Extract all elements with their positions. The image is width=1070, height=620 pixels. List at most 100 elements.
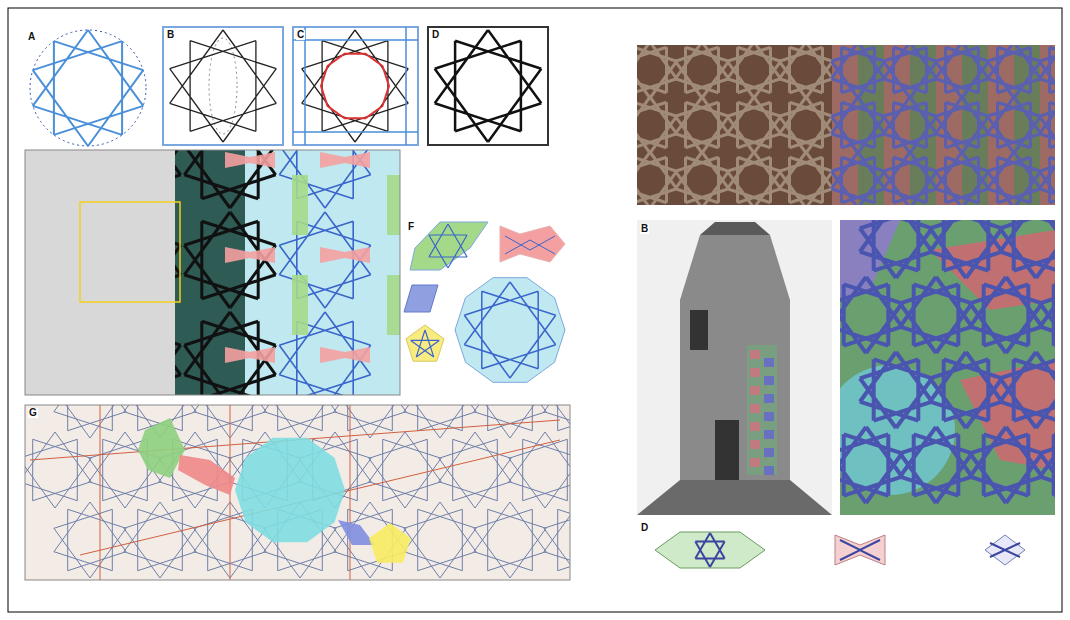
pink-tile [835,535,885,565]
green-tile [138,418,185,478]
tower-door [715,420,739,480]
star-pattern [302,30,409,142]
photo-ground [25,150,175,395]
cyan-decagon [235,438,345,543]
blue-tile [764,358,774,367]
pink-tile [750,386,760,395]
star-pattern [1040,427,1055,503]
red-construction-lines [30,405,560,580]
pink-tile [750,350,760,359]
pink-tile [750,440,760,449]
rubble [637,480,832,515]
green-tile [410,222,488,270]
star-pattern [54,502,126,578]
blue-rhombus [338,520,375,545]
rhombus-tile [985,535,1025,565]
star-pattern [124,502,196,578]
pink-tile [225,247,275,263]
panel-group [25,405,570,580]
blue-tile [764,466,774,475]
star-pattern [509,432,570,508]
blue-tile [764,394,774,403]
guide-lines [293,27,418,145]
star-pattern [675,97,728,153]
star-pattern [860,352,932,428]
green-tile [387,275,400,335]
star-pattern [935,152,988,205]
cyan-decagon [455,278,565,383]
dotted-ellipse [209,38,237,134]
panel-group [25,150,400,395]
star-pattern [900,427,972,503]
star-pattern [900,277,972,353]
blue-tile [764,430,774,439]
star-pattern [1039,152,1055,205]
panel-group [840,220,1055,515]
star-pattern [860,220,932,278]
star-pattern [1000,352,1055,428]
star-pattern [439,432,511,508]
star-pattern [184,312,275,395]
star-pattern [675,152,728,205]
panel [163,27,283,145]
star-pattern [184,212,275,308]
panel-letter: C [296,30,305,40]
star-pattern [637,45,677,98]
star-pattern [1040,277,1055,353]
star-pattern [1039,45,1055,98]
star-pattern [883,97,936,153]
pink-tile [750,422,760,431]
star-pattern [411,330,440,357]
star-pattern [970,277,1042,353]
star-pattern [831,152,884,205]
green-tile [387,175,400,235]
star-pattern [404,502,476,578]
star-pattern [935,97,988,153]
star-pattern [675,45,728,98]
green-tile [655,532,765,568]
star-pattern [464,282,555,378]
tile-line [990,543,1020,557]
center-void [458,58,518,115]
tower-body [680,235,790,505]
star-pattern [831,45,884,98]
tile-line [840,540,880,560]
star-pattern [264,405,336,438]
star-pattern [334,405,406,438]
star-pattern [435,30,542,142]
star-pattern [474,502,546,578]
panel-letter: D [640,523,649,533]
star-pattern [544,502,570,578]
panel-group [637,45,1055,205]
panel-letter: D [431,30,440,40]
pink-tile [750,368,760,377]
star-pattern [1039,97,1055,153]
panel-letter: F [407,222,415,232]
star-pattern [987,45,1040,98]
pink-tile [225,347,275,363]
green-tile [292,175,308,235]
star-pattern [831,97,884,153]
colored-panel [747,345,777,475]
star-pattern [429,224,467,268]
scroll-ground [25,405,570,580]
panel [428,27,548,145]
star-pattern [779,97,832,153]
blue-tile [764,448,774,457]
panel-letter: G [28,408,38,418]
pink-tile [178,455,235,495]
star-pattern [170,30,277,142]
star-pattern [970,427,1042,503]
pink-tile [750,458,760,467]
dotted-circle [30,30,146,146]
panel-letter: A [27,32,36,42]
yellow-square [80,202,180,302]
star-pattern [930,352,1002,428]
star-pattern [25,432,91,508]
photo-ground [637,220,832,515]
pink-tile [500,226,565,262]
blue-rhombus [404,285,438,312]
star-pattern [727,97,780,153]
star-pattern [404,405,476,438]
